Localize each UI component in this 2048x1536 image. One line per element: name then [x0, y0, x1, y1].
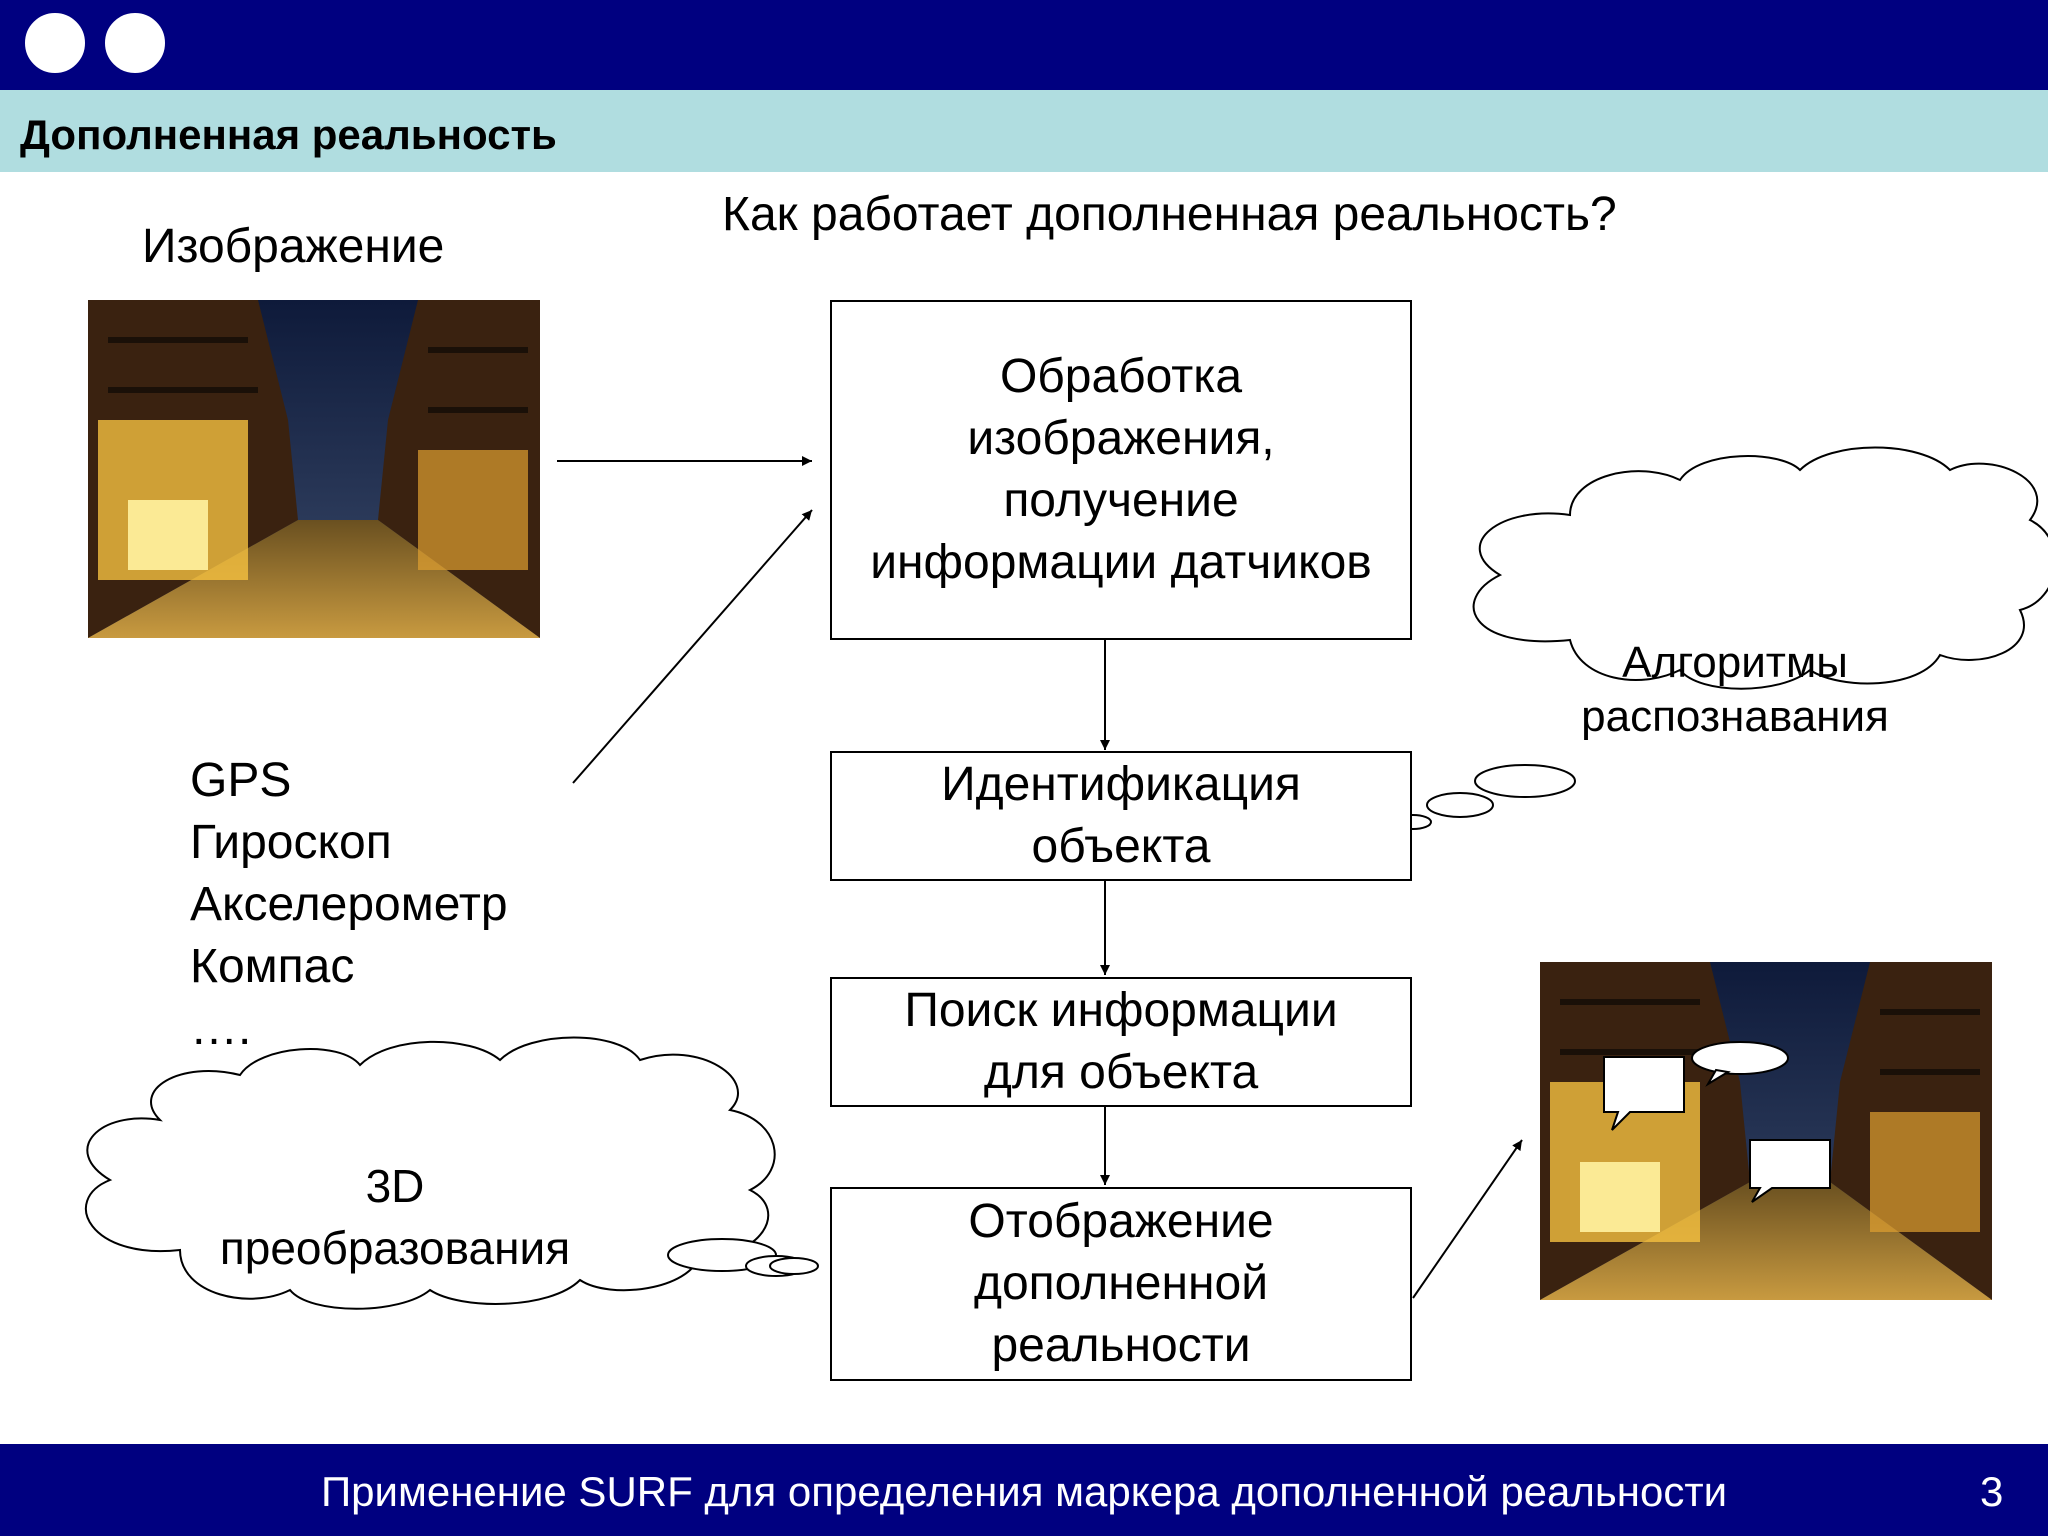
arrow-output-to-photo: [1412, 1139, 1523, 1299]
step-search-box: Поиск информации для объекта: [830, 977, 1412, 1107]
cloud-3d: [84, 1036, 819, 1310]
cloud-recognition: [1394, 446, 2048, 830]
sensor-item: Акселерометр: [190, 878, 508, 931]
step-display-box: Отображение дополненной реальности: [830, 1187, 1412, 1381]
step-identification-box: Идентификация объекта: [830, 751, 1412, 881]
decor-circle-icon: [22, 10, 88, 76]
sensor-list: GPS Гироскоп Акселерометр Компас ….: [190, 750, 508, 1060]
footer-bar: [0, 1444, 2048, 1536]
question-heading: Как работает дополненная реальность?: [722, 188, 1617, 241]
step-display-text: Отображение дополненной реальности: [968, 1195, 1274, 1372]
arrow-sensors-to-processing: [572, 509, 813, 784]
sensor-item: GPS: [190, 754, 292, 807]
step-search-text: Поиск информации для объекта: [904, 984, 1338, 1099]
image-label: Изображение: [142, 220, 445, 273]
augmented-photo: [1540, 962, 1992, 1300]
sensor-item: Компас: [190, 940, 355, 993]
slide-title: Дополненная реальность: [20, 111, 557, 158]
decor-circle-icon: [102, 10, 168, 76]
page-number: 3: [1980, 1468, 2004, 1515]
footer-title: Применение SURF для определения маркера …: [320, 1468, 1728, 1515]
step-identification-text: Идентификация объекта: [941, 758, 1301, 873]
cloud-recognition-text: Алгоритмы распознавания: [1581, 638, 1889, 741]
sensor-item: ….: [190, 1002, 252, 1055]
street-photo: [88, 300, 540, 638]
step-processing-box: Обработка изображения, получение информа…: [830, 300, 1412, 640]
top-bar: [0, 0, 2048, 90]
sensor-item: Гироскоп: [190, 816, 392, 869]
step-processing-text: Обработка изображения, получение информа…: [870, 350, 1372, 589]
title-bar: [0, 90, 2048, 172]
cloud-3d-text: 3D преобразования: [219, 1160, 571, 1274]
